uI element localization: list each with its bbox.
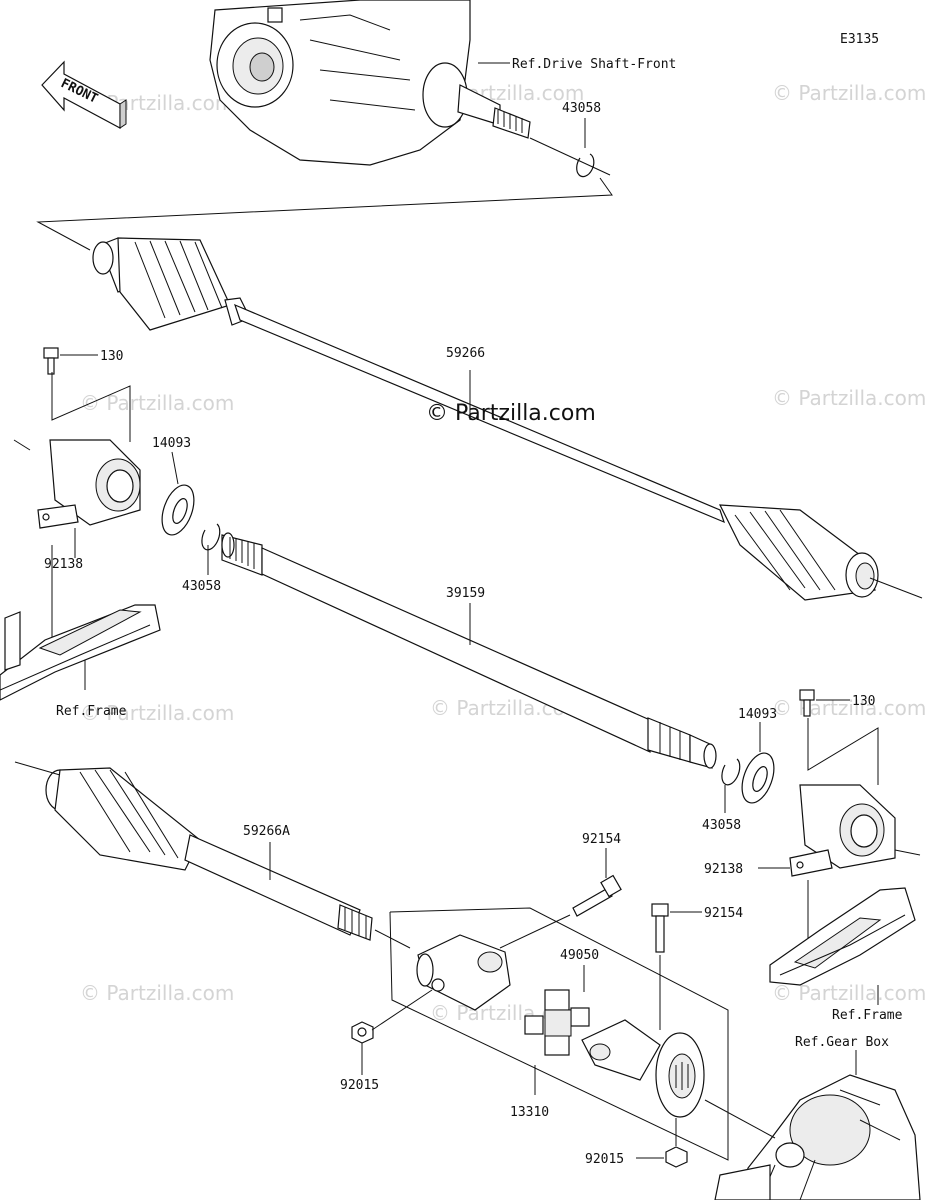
cross-joint-49050 [524,989,590,1056]
bearing-holder-92138-left [37,439,141,529]
washer-14093-right [741,752,775,804]
bolt-130-left [43,347,59,375]
bolt-92154-b [651,903,669,953]
watermark: © Partzilla.com [80,391,234,415]
part-14093-right: 14093 [738,707,777,722]
part-14093-left: 14093 [152,436,191,451]
drive-shaft-59266 [92,237,879,601]
watermark: © Partzilla.com [80,701,234,725]
drive-shaft-59266A [45,767,373,941]
watermarks: © Partzilla.com © Partzilla.com © Partzi… [80,81,926,1025]
front-differential [209,0,531,166]
frame-right [769,887,916,986]
frame-left [0,604,161,701]
nut-92015-left [351,1021,374,1044]
part-59266A: 59266A [243,824,290,839]
part-130-left: 130 [100,349,123,364]
yoke-left [416,934,511,1011]
watermark: © Partzilla.com [772,81,926,105]
part-92154-b: 92154 [704,906,743,921]
part-43058-right: 43058 [702,818,741,833]
part-43058-left: 43058 [182,579,221,594]
part-92015-left: 92015 [340,1078,379,1093]
part-92015-bottom: 92015 [585,1152,624,1167]
snap-ring-43058-left [201,523,221,551]
shaft-39159 [221,532,717,769]
snap-ring-43058-right [721,758,741,786]
part-92154-a: 92154 [582,832,621,847]
washer-14093-left [161,484,195,536]
diagram-code: E3135 [840,32,879,47]
part-13310: 13310 [510,1105,549,1120]
ref-frame-right: Ref.Frame [832,1008,903,1023]
gear-box [714,1074,921,1201]
watermark: © Partzilla.com [80,981,234,1005]
snap-ring-43058-top [576,153,595,178]
part-39159: 39159 [446,586,485,601]
nut-92015-bottom [665,1146,688,1168]
bolt-92154-a [572,874,622,917]
part-59266: 59266 [446,346,485,361]
ref-drive-shaft-front: Ref.Drive Shaft-Front [512,57,676,72]
part-130-right: 130 [852,694,875,709]
copyright: © Partzilla.com [426,401,596,426]
bolt-130-right [799,689,815,717]
part-43058-top: 43058 [562,101,601,116]
ref-gear-box: Ref.Gear Box [795,1035,889,1050]
part-49050: 49050 [560,948,599,963]
flange-yoke [581,1019,705,1118]
bearing-holder-92138-right [789,784,896,877]
part-92138-left: 92138 [44,557,83,572]
part-92138-right: 92138 [704,862,743,877]
watermark: © Partzilla.com [772,386,926,410]
ref-frame-left: Ref.Frame [56,704,127,719]
